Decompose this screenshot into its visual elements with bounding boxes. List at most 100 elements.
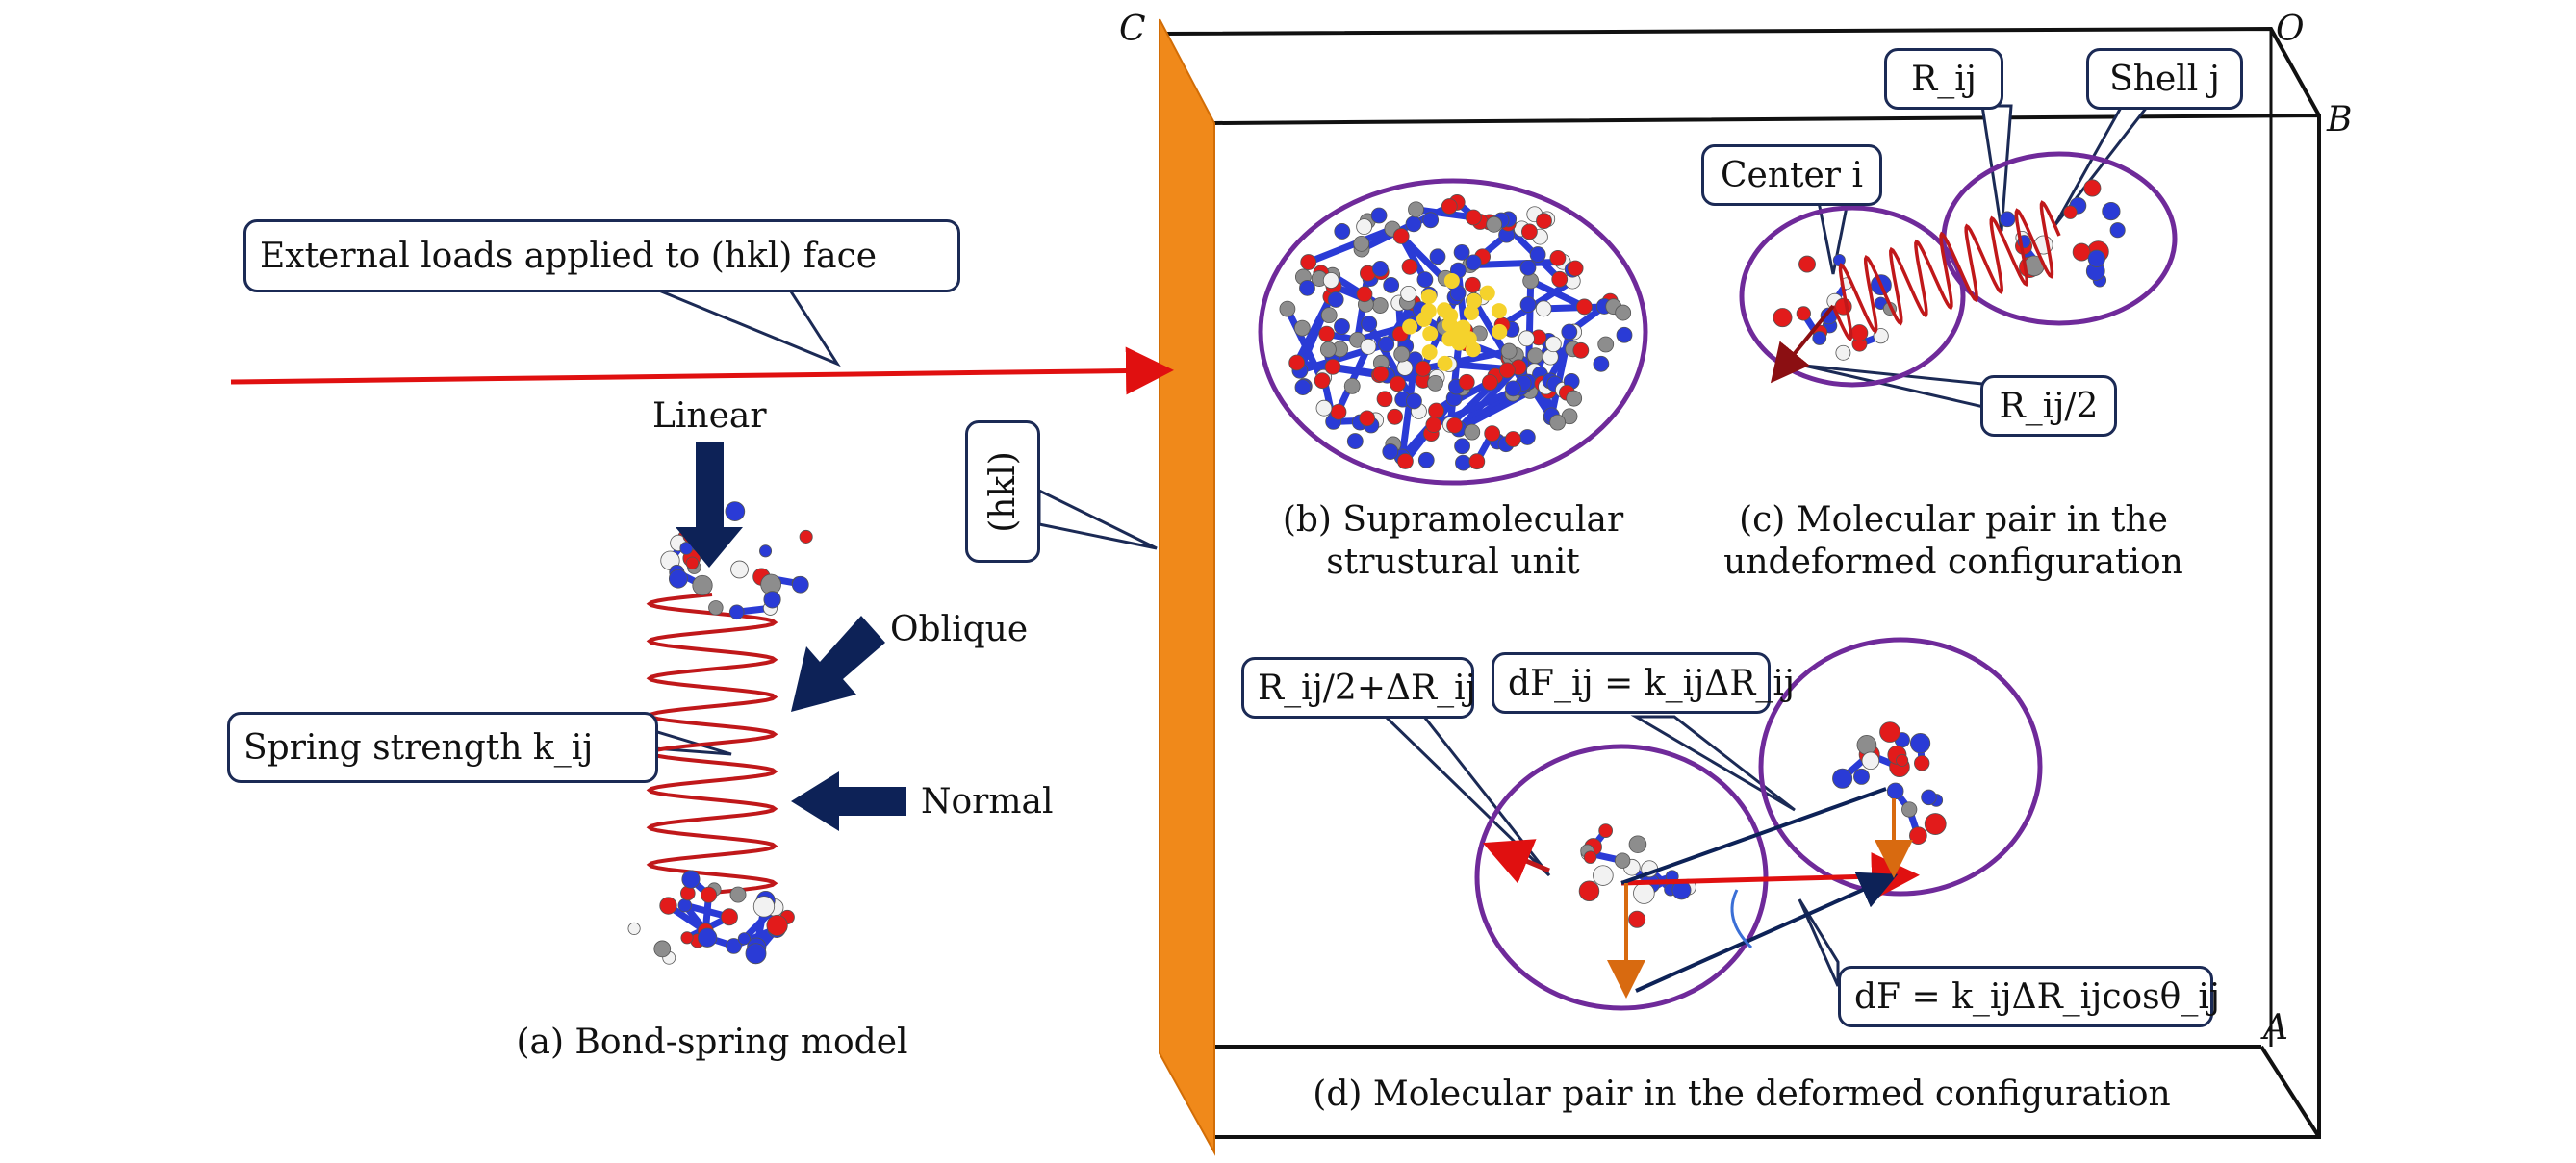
atom bbox=[1323, 273, 1339, 289]
atom bbox=[729, 605, 744, 619]
atom bbox=[1418, 452, 1434, 468]
atom bbox=[681, 932, 693, 944]
atom bbox=[1545, 337, 1561, 352]
atom bbox=[800, 530, 812, 543]
atom bbox=[726, 502, 745, 521]
caption-b-line2: strustural unit bbox=[1261, 543, 1645, 582]
atom bbox=[2110, 223, 2125, 238]
atom bbox=[2064, 206, 2078, 219]
atom bbox=[1552, 271, 1568, 287]
r-ij-callout: R_ij bbox=[1884, 48, 2003, 110]
atom bbox=[1897, 754, 1908, 766]
external-load-arrow bbox=[231, 370, 1164, 382]
atom bbox=[731, 561, 749, 578]
corner-b: B bbox=[2327, 100, 2352, 139]
atom bbox=[1362, 316, 1377, 332]
shell-j-callout: Shell j bbox=[2086, 48, 2243, 110]
atom bbox=[767, 915, 787, 935]
atom bbox=[1629, 836, 1646, 853]
atom bbox=[1393, 228, 1409, 243]
r-half-callout: R_ij/2 bbox=[1980, 375, 2117, 437]
atom bbox=[1344, 378, 1360, 393]
atom bbox=[2103, 202, 2120, 219]
spring-strength-callout: Spring strength k_ij bbox=[227, 712, 658, 783]
atom bbox=[1521, 224, 1537, 240]
atom bbox=[1397, 360, 1413, 375]
atom bbox=[1373, 367, 1389, 382]
atom-core bbox=[1467, 293, 1482, 309]
atom-core bbox=[1450, 326, 1466, 341]
atom bbox=[1530, 247, 1545, 263]
atom bbox=[1910, 733, 1929, 752]
atom bbox=[1347, 434, 1363, 449]
hkl-callout: (hkl) bbox=[965, 420, 1040, 563]
atom-core bbox=[1438, 356, 1453, 371]
atom bbox=[1459, 374, 1474, 390]
atom bbox=[1880, 722, 1900, 743]
atom bbox=[1797, 307, 1810, 320]
atom bbox=[1429, 403, 1444, 418]
atom bbox=[1862, 752, 1879, 770]
atom-core bbox=[1492, 324, 1507, 340]
atom bbox=[1482, 375, 1497, 391]
atom bbox=[759, 545, 771, 557]
atom bbox=[1334, 318, 1349, 334]
caption-d: (d) Molecular pair in the deformed confi… bbox=[1232, 1075, 2252, 1114]
atom-core bbox=[1416, 312, 1432, 327]
atom bbox=[1594, 356, 1609, 371]
atom bbox=[1390, 376, 1405, 392]
atom bbox=[1360, 411, 1375, 426]
atom bbox=[1427, 375, 1442, 391]
atom-core bbox=[1492, 303, 1507, 318]
atom bbox=[1634, 883, 1655, 904]
atom bbox=[628, 923, 640, 934]
bond bbox=[1309, 229, 1392, 263]
atom bbox=[730, 887, 746, 902]
atom bbox=[1455, 439, 1470, 454]
atom bbox=[1853, 769, 1869, 784]
molecule-deformed-2 bbox=[1832, 722, 1946, 845]
atom bbox=[1909, 827, 1926, 845]
normal-arrow bbox=[791, 771, 906, 831]
atom bbox=[1798, 256, 1815, 272]
atom bbox=[1550, 250, 1566, 265]
atom bbox=[709, 600, 724, 615]
atom bbox=[1301, 255, 1316, 270]
atom bbox=[1616, 305, 1631, 320]
atom bbox=[1485, 426, 1500, 442]
atom bbox=[738, 933, 750, 945]
atom bbox=[1518, 331, 1534, 346]
delta-r-arrow bbox=[1492, 847, 1549, 871]
atom bbox=[1441, 199, 1457, 215]
atom bbox=[1328, 291, 1343, 307]
atom bbox=[1833, 254, 1845, 265]
atom bbox=[1505, 432, 1520, 447]
atom bbox=[1629, 911, 1645, 927]
atom bbox=[1447, 417, 1463, 433]
atom bbox=[1361, 339, 1376, 354]
supramolecular-unit bbox=[1261, 181, 1645, 483]
corner-a: A bbox=[2263, 1008, 2288, 1048]
atom bbox=[721, 909, 737, 925]
atom bbox=[1314, 373, 1330, 389]
atom bbox=[1536, 301, 1551, 316]
atom bbox=[1401, 286, 1416, 301]
atom bbox=[753, 897, 774, 917]
atom bbox=[1280, 301, 1295, 316]
atom bbox=[2084, 180, 2101, 196]
atom-core bbox=[1480, 286, 1495, 301]
atom bbox=[1536, 214, 1551, 229]
atom bbox=[1562, 324, 1577, 340]
atom bbox=[1357, 287, 1372, 302]
atom bbox=[1901, 802, 1916, 817]
atom bbox=[1887, 783, 1903, 799]
atom bbox=[1426, 417, 1441, 433]
atom bbox=[746, 944, 766, 964]
caption-b-line1: (b) Supramolecular bbox=[1261, 500, 1645, 540]
atom-core bbox=[1442, 308, 1458, 323]
atom bbox=[1523, 273, 1539, 289]
atom bbox=[1519, 429, 1535, 444]
caption-c-line1: (c) Molecular pair in the bbox=[1694, 500, 2213, 540]
atom bbox=[1379, 337, 1394, 352]
